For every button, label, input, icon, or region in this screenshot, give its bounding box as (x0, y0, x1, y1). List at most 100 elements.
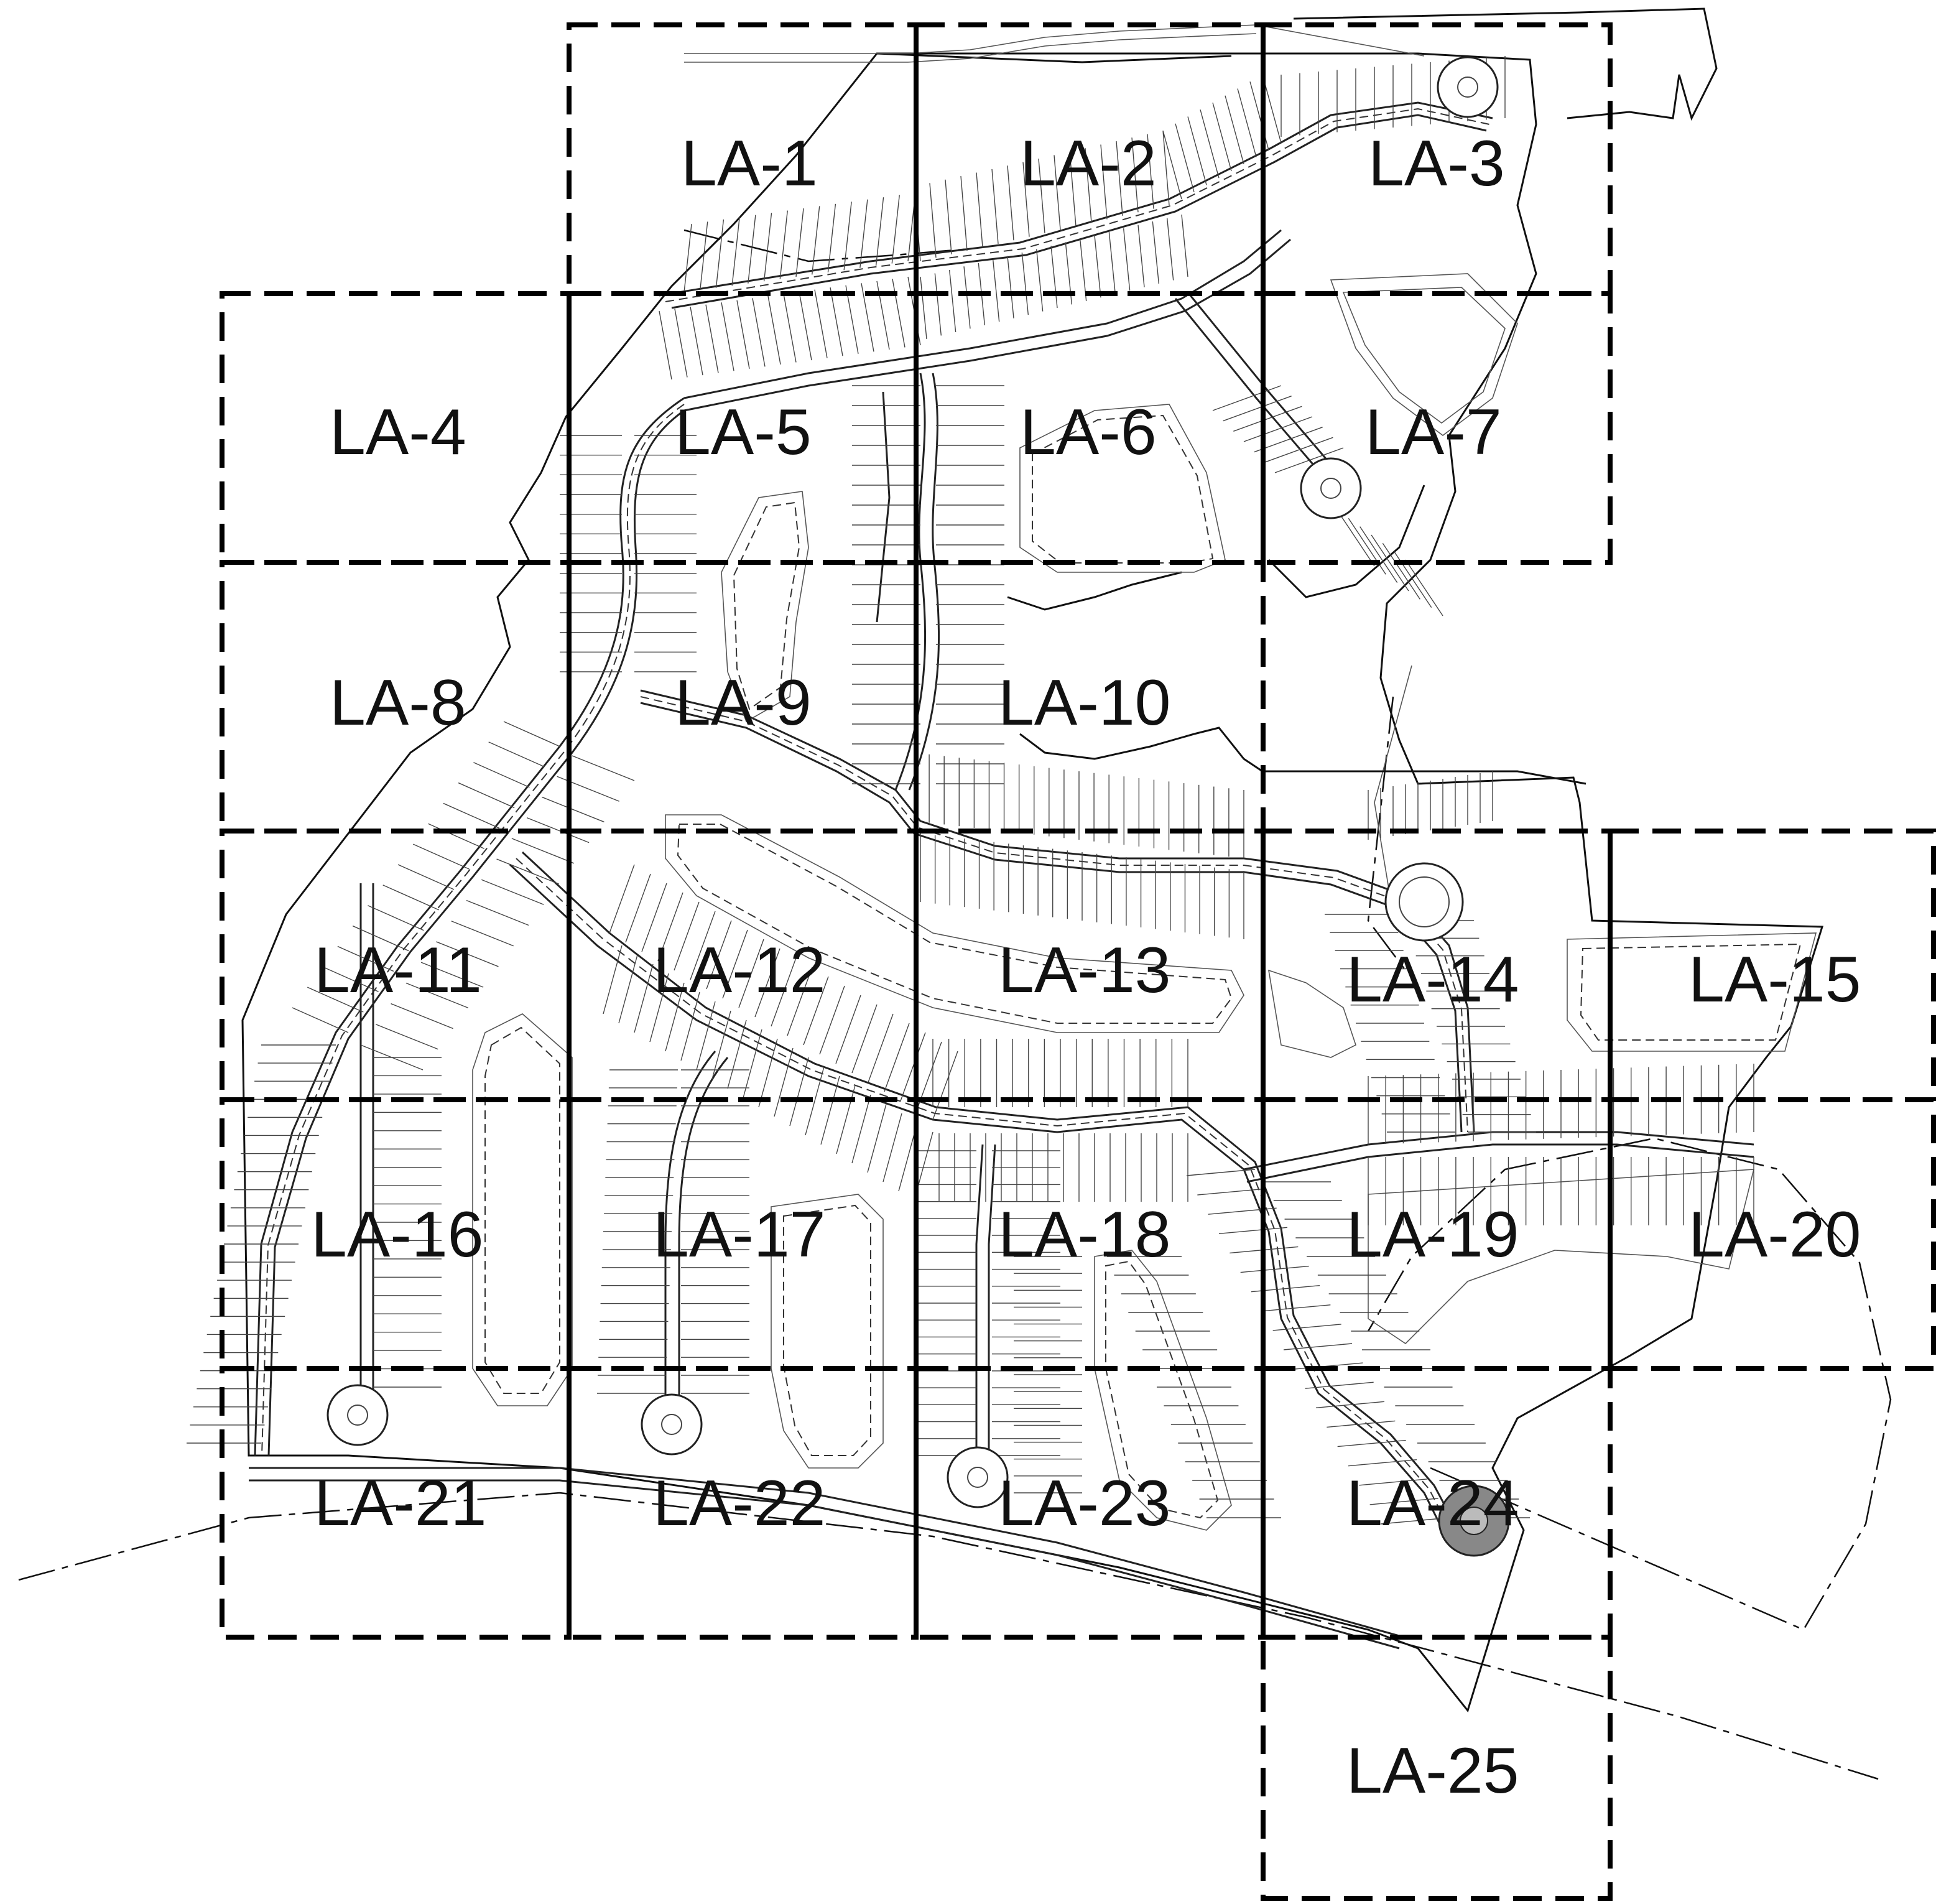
lot-line (352, 925, 409, 952)
lot-line (420, 962, 484, 988)
lot-line (882, 1113, 902, 1182)
lot-line (674, 901, 700, 971)
lot-line (1137, 225, 1145, 287)
lot-line (1359, 1479, 1428, 1486)
lot-line (376, 1024, 438, 1050)
lot-line (738, 939, 764, 1008)
lot-line (1249, 81, 1269, 151)
lot-line (511, 838, 575, 864)
lot-line (814, 289, 828, 358)
lot-line (1094, 235, 1101, 298)
lot-line (803, 976, 829, 1046)
cul-de-sac (1437, 56, 1499, 118)
lot-line (572, 755, 635, 781)
lot-line (715, 219, 725, 288)
sheet-label-la-18: LA-18 (998, 1199, 1171, 1271)
lot-line (1123, 228, 1131, 291)
sheet-label-la-16: LA-16 (311, 1199, 484, 1271)
lot-line (488, 741, 545, 768)
lot-line (836, 1085, 856, 1154)
lot-line (436, 941, 499, 967)
lot-line (851, 1094, 871, 1164)
lot-line (851, 1004, 878, 1074)
lot-line (1050, 245, 1058, 309)
lot-line (674, 309, 688, 378)
lot-line (609, 864, 635, 934)
lot-line (706, 920, 732, 990)
lot-line (1022, 162, 1030, 237)
lot-line (1315, 1401, 1385, 1409)
lot-line (868, 1013, 894, 1083)
lot-line (1348, 1459, 1417, 1467)
lot-line (1359, 526, 1398, 583)
sheet-label-la-3: LA-3 (1368, 128, 1505, 200)
lot-line (1305, 1382, 1374, 1389)
sheet-label-la-8: LA-8 (330, 667, 466, 739)
lot-line (1021, 253, 1029, 315)
lot-line (405, 982, 469, 1009)
sheet-label-la-1: LA-1 (681, 128, 818, 200)
lot-line (1108, 231, 1116, 294)
lot-line (859, 199, 868, 268)
lot-line (1225, 95, 1244, 164)
lot-line (413, 843, 470, 870)
lot-line (711, 1010, 731, 1080)
lot-line (451, 921, 514, 947)
lot-line (1054, 155, 1061, 230)
cul-de-sac (1300, 457, 1362, 519)
lot-line (1175, 123, 1195, 192)
lot-line (322, 966, 379, 992)
lot-line (1212, 102, 1232, 172)
lot-line (1369, 1498, 1438, 1505)
lot-line (736, 300, 750, 369)
lot-line (1240, 1265, 1309, 1273)
lot-line (1243, 416, 1313, 442)
site-boundary (18, 7, 1892, 1780)
lot-line (843, 202, 852, 271)
lot-line (1283, 1343, 1353, 1350)
lot-line (929, 183, 937, 258)
lot-line (1131, 137, 1139, 213)
road-network (249, 24, 1754, 1650)
cul-de-sac (641, 1393, 703, 1456)
lot-line (634, 964, 654, 1033)
lot-line (641, 883, 667, 952)
lot-line (1327, 1420, 1396, 1428)
lot-line (683, 223, 692, 293)
lot-line (526, 817, 590, 843)
lot-line (1371, 534, 1409, 592)
lot-line (1223, 396, 1292, 422)
lot-line (1069, 151, 1077, 226)
lot-line (752, 298, 766, 367)
lot-line (991, 169, 999, 244)
sheet-label-la-17: LA-17 (653, 1199, 826, 1271)
lot-line (1116, 141, 1123, 216)
sheet-label-la-22: LA-22 (653, 1467, 826, 1539)
lot-line (963, 266, 971, 329)
lot-line (1382, 542, 1420, 600)
lot-line (1085, 148, 1092, 223)
lot-line (1264, 437, 1333, 463)
lot-line (466, 899, 529, 926)
lot-line (1274, 447, 1344, 473)
sheet-label-la-15: LA-15 (1688, 944, 1861, 1016)
lot-line (748, 215, 756, 284)
lot-line (690, 911, 716, 980)
lot-line (473, 762, 530, 788)
lot-line (992, 259, 1000, 322)
lot-line (819, 985, 845, 1055)
lot-line (787, 967, 813, 1036)
lot-line (875, 197, 884, 266)
sheet-label-la-25: LA-25 (1346, 1735, 1519, 1807)
lot-line (861, 283, 874, 352)
lot-line (932, 1051, 958, 1120)
lot-line (1007, 165, 1014, 241)
lot-line (307, 987, 364, 1013)
lot-lines (187, 56, 1754, 1525)
sheet-label-la-4: LA-4 (330, 396, 466, 468)
lot-line (557, 776, 619, 802)
lot-line (665, 982, 685, 1052)
lot-line (1166, 218, 1174, 281)
lot-line (731, 217, 740, 286)
